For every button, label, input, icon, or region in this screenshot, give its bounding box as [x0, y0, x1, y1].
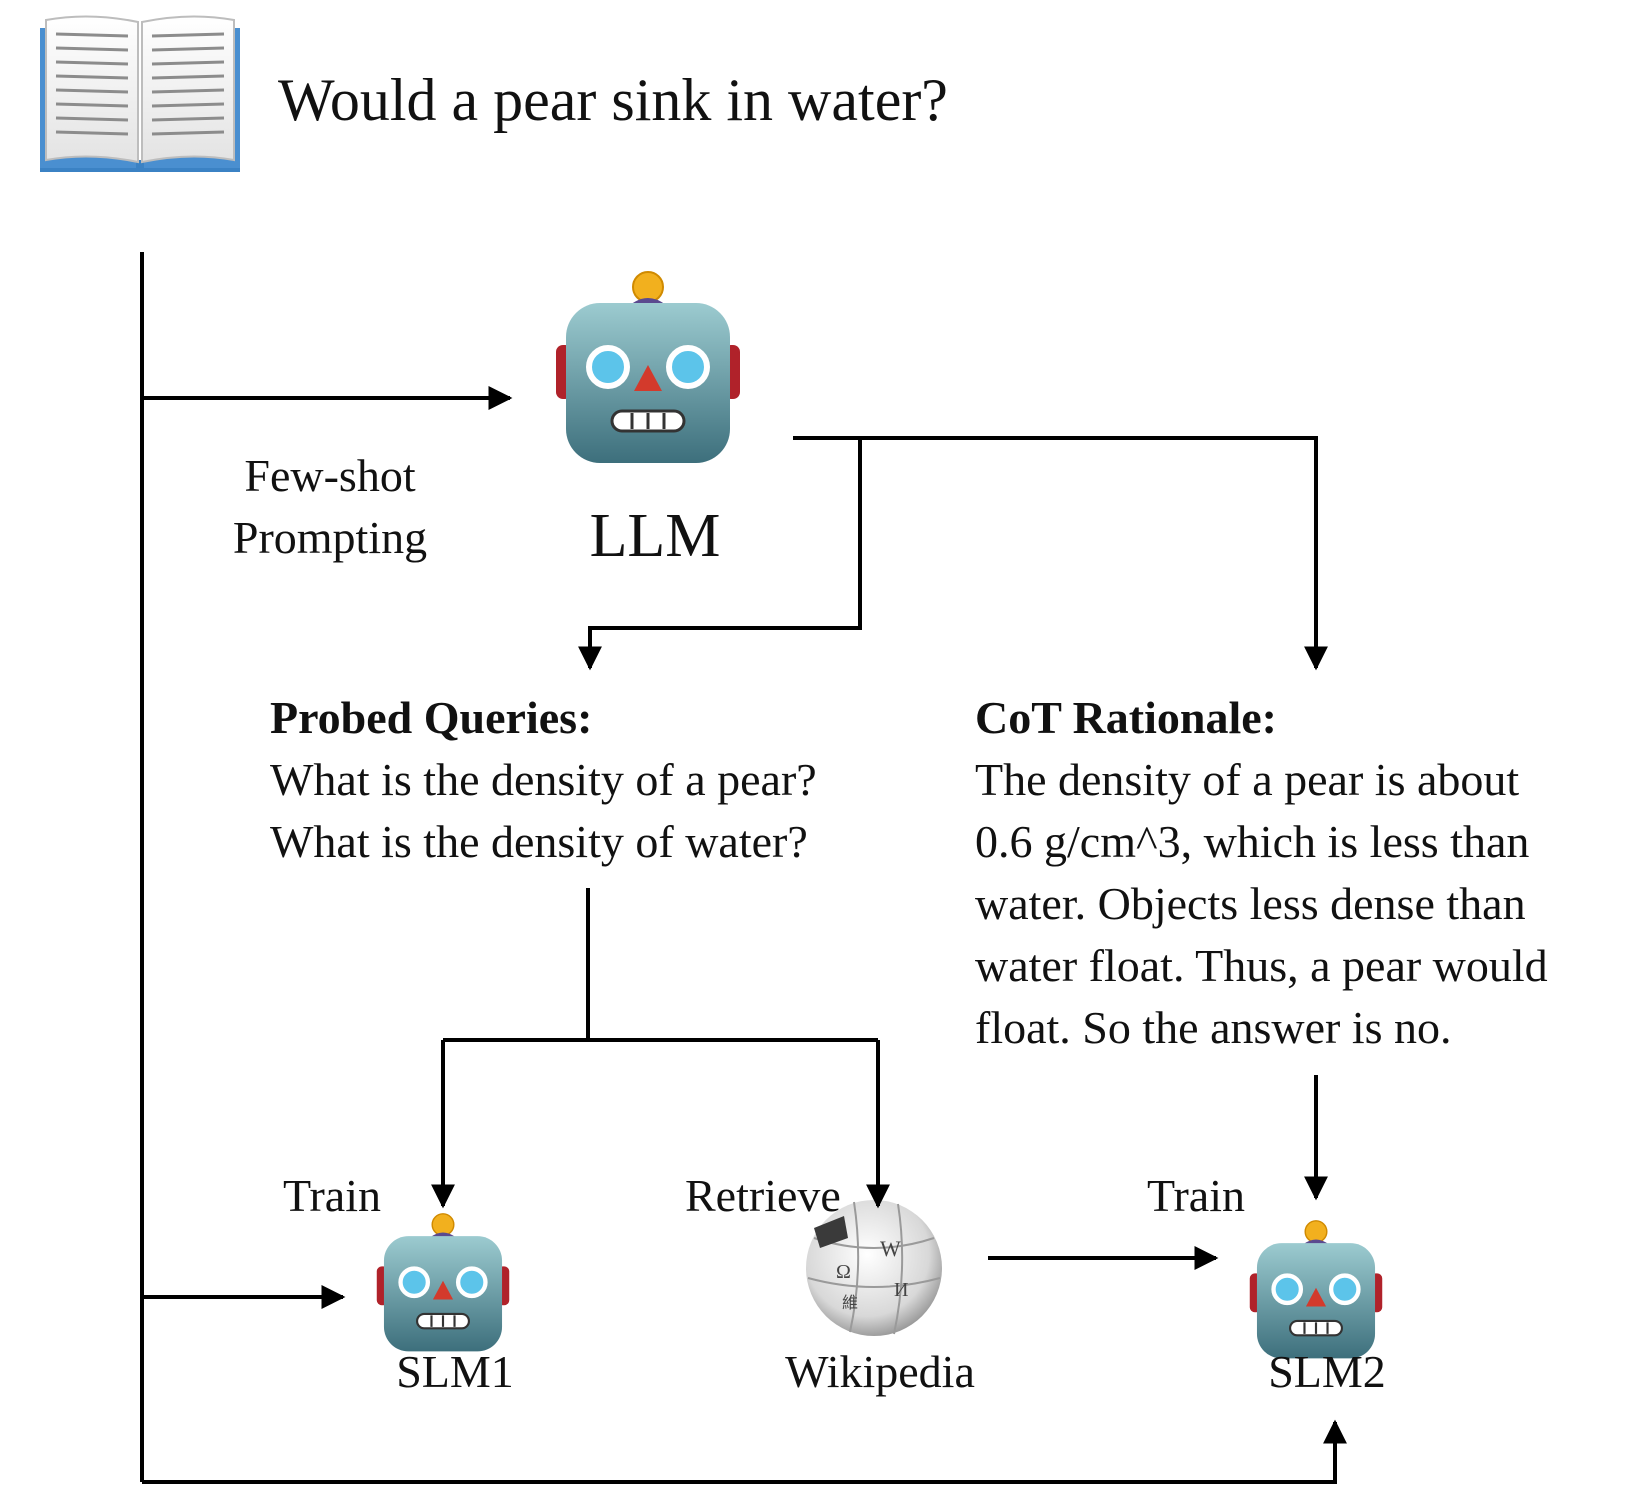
svg-text:И: И	[894, 1279, 908, 1301]
probed-query-line: What is the density of water?	[270, 816, 808, 867]
probed-query-line: What is the density of a pear?	[270, 754, 817, 805]
slm2-label: SLM2	[1268, 1346, 1386, 1397]
probed-queries-heading: Probed Queries:	[270, 692, 593, 743]
llm-label: LLM	[589, 502, 721, 570]
wikipedia-globe-icon: W Ω И 維	[806, 1200, 942, 1336]
slm2-robot-icon	[1250, 1221, 1382, 1359]
retrieve-label: Retrieve	[685, 1170, 841, 1221]
cot-rationale-heading: CoT Rationale:	[975, 692, 1277, 743]
svg-text:維: 維	[842, 1293, 858, 1312]
train-label-slm2: Train	[1147, 1170, 1245, 1221]
slm1-label: SLM1	[396, 1346, 514, 1397]
arrow-llm-to-probed	[578, 438, 862, 671]
cot-rationale-line: float. So the answer is no.	[975, 1002, 1452, 1053]
few-shot-line-2: Prompting	[232, 512, 428, 563]
wikipedia-label: Wikipedia	[785, 1346, 975, 1397]
cot-rationale-block: CoT Rationale: The density of a pear is …	[975, 687, 1548, 1059]
few-shot-prompting-label: Few-shot Prompting	[200, 445, 460, 569]
llm-robot-icon	[556, 272, 740, 463]
arrow-bottom-to-slm2	[142, 1419, 1347, 1484]
few-shot-line-1: Few-shot	[244, 450, 416, 501]
cot-rationale-line: water. Objects less dense than	[975, 878, 1526, 929]
question-text: Would a pear sink in water?	[278, 67, 948, 133]
svg-text:W: W	[880, 1236, 901, 1261]
book-icon	[40, 15, 240, 172]
svg-text:Ω: Ω	[836, 1261, 851, 1283]
probed-queries-block: Probed Queries: What is the density of a…	[270, 687, 817, 873]
cot-rationale-line: The density of a pear is about	[975, 754, 1520, 805]
slm1-robot-icon	[377, 1214, 509, 1352]
train-label-slm1: Train	[283, 1170, 381, 1221]
cot-rationale-line: water float. Thus, a pear would	[975, 940, 1548, 991]
cot-rationale-line: 0.6 g/cm^3, which is less than	[975, 816, 1530, 867]
arrow-llm-to-cot	[793, 436, 1328, 671]
